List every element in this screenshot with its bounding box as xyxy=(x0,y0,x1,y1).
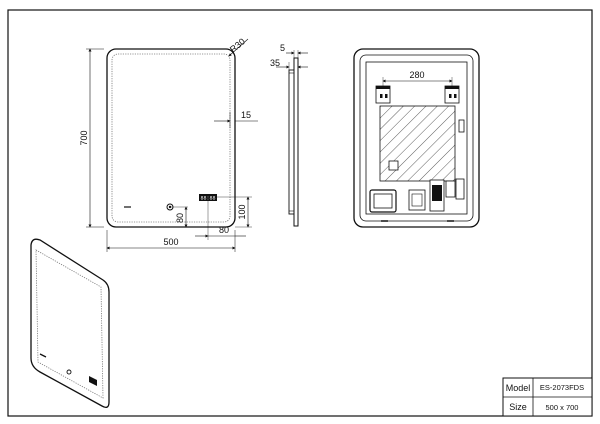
driver-module-d xyxy=(455,178,465,200)
model-value: ES-2073FDS xyxy=(540,383,584,392)
size-value: 500 x 700 xyxy=(546,403,579,412)
model-label: Model xyxy=(506,383,531,393)
perspective-display xyxy=(89,376,97,386)
dim-bracket-spacing: 280 xyxy=(409,70,424,80)
dim-button-height: 100 xyxy=(237,204,247,219)
dim-sensor-x: 80 xyxy=(219,225,229,235)
front-view: 88:88 700 500 R30 15 80 100 80 xyxy=(79,36,258,252)
perspective-outline xyxy=(30,238,110,408)
side-frame xyxy=(288,69,295,215)
perspective-view xyxy=(30,238,110,408)
driver-module-a xyxy=(408,189,426,211)
perspective-indicator xyxy=(39,353,47,358)
rear-outline-inner xyxy=(359,54,474,222)
driver-module-c xyxy=(445,180,456,198)
rear-frame xyxy=(365,61,468,215)
sheet-border xyxy=(7,9,593,417)
hatched-backplate xyxy=(379,105,456,182)
dim-width: 500 xyxy=(163,237,178,247)
led-band xyxy=(111,53,231,223)
transformer-box xyxy=(369,189,397,213)
mirror-outline xyxy=(106,48,236,228)
dim-led-inset: 15 xyxy=(241,110,251,120)
perspective-sensor-icon xyxy=(66,369,72,375)
dim-sensor-y: 80 xyxy=(175,213,185,223)
display-readout: 88:88 xyxy=(200,196,215,202)
dim-side-a: 5 xyxy=(280,43,285,53)
perspective-led-band xyxy=(35,249,104,399)
junction-box xyxy=(388,160,399,171)
dim-height: 700 xyxy=(79,130,89,145)
rear-outline-outer xyxy=(353,48,480,228)
size-label: Size xyxy=(509,402,527,412)
dim-side-b: 35 xyxy=(270,58,280,68)
dim-radius: R30 xyxy=(228,36,247,54)
side-view: 5 35 xyxy=(270,43,308,227)
side-glass xyxy=(293,57,299,227)
title-block: Model ES-2073FDS Size 500 x 700 xyxy=(502,377,593,417)
digital-display xyxy=(199,194,217,201)
rear-view: 280 xyxy=(353,48,480,228)
side-switch xyxy=(458,119,465,133)
